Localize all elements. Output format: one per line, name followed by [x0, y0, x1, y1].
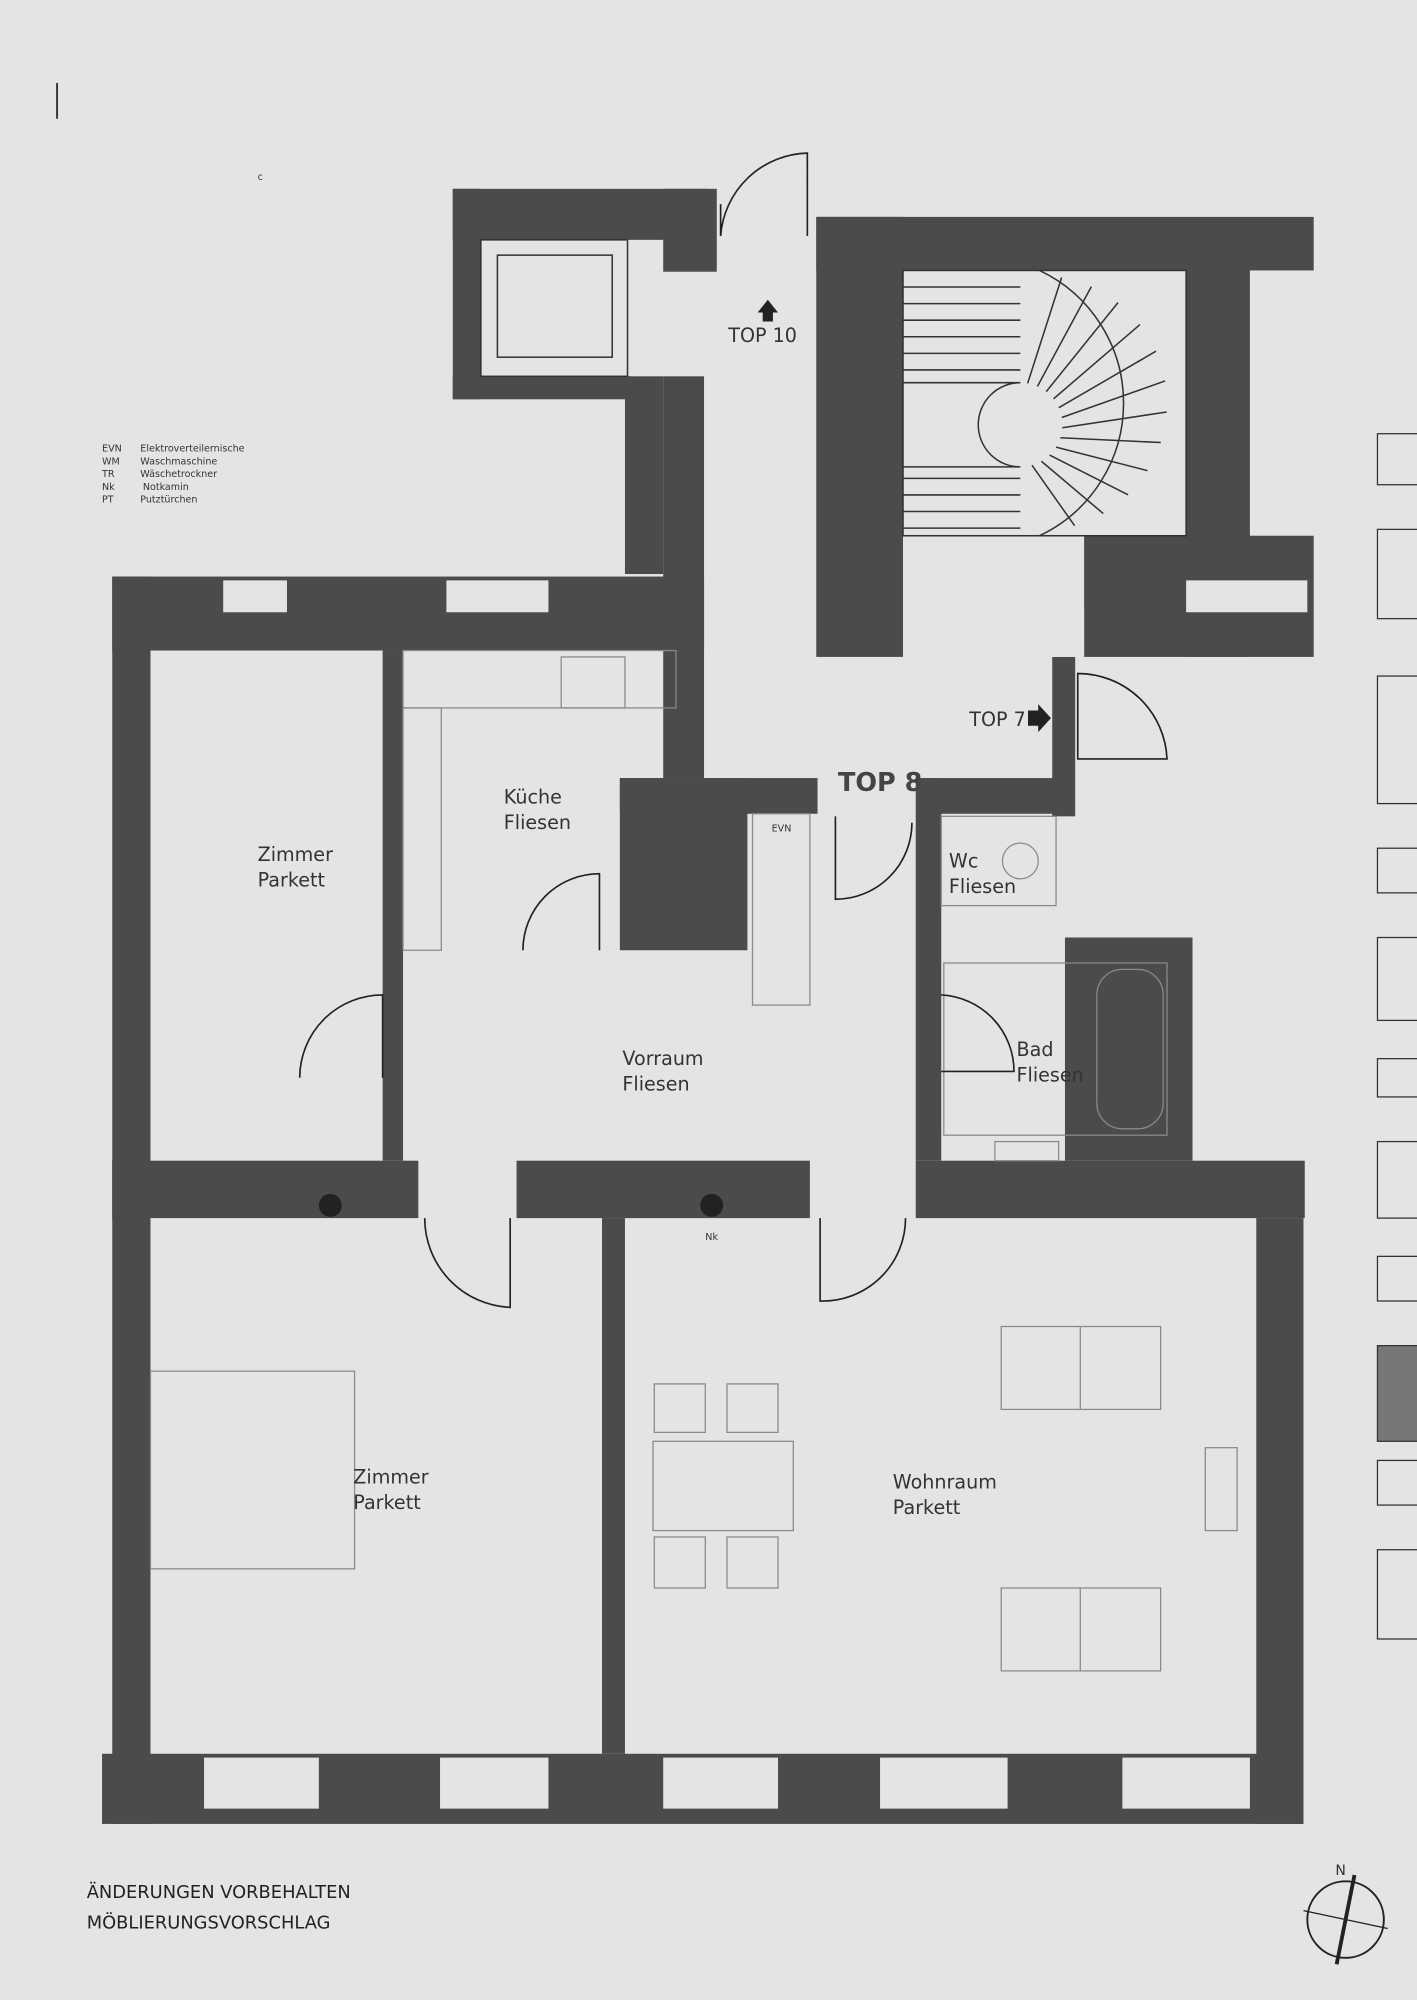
stair-step: [1053, 323, 1141, 400]
top7-label: TOP 7: [968, 708, 1026, 731]
legend-text: Notkamin: [143, 482, 189, 493]
room-kueche-floor: Fliesen: [504, 811, 571, 834]
stair-step: [1049, 454, 1129, 496]
walls: [102, 188, 1314, 1824]
stair-step: [1031, 464, 1076, 527]
footer-line1: ÄNDERUNGEN VORBEHALTEN: [87, 1882, 351, 1903]
room-kueche-name: Küche: [504, 786, 562, 809]
stair-step: [1058, 350, 1157, 409]
elevator-cabin: [496, 254, 613, 358]
room-wc-floor: Fliesen: [949, 875, 1016, 898]
window-openings: [204, 580, 1308, 1809]
arrow-right-icon: [1027, 704, 1051, 733]
room-wc-name: Wc: [949, 849, 978, 872]
legend-text: Wäschetrockner: [140, 469, 217, 480]
legend-abbr: EVN: [102, 444, 122, 455]
evn-label: EVN: [772, 824, 792, 835]
elevator: [480, 239, 629, 378]
legend: EVN Elektroverteilernische WM Waschmaschin…: [101, 444, 245, 506]
nk-label: Nk: [705, 1232, 718, 1243]
top8-label: TOP 8: [838, 768, 922, 798]
room-zimmer1-floor: Parkett: [258, 868, 326, 891]
adjacent-plan-thumbnails: [1376, 433, 1417, 1640]
top10-label: TOP 10: [727, 324, 797, 347]
legend-text: Putztürchen: [140, 495, 197, 506]
stair-step: [1026, 277, 1063, 384]
room-vorraum-floor: Fliesen: [622, 1073, 689, 1096]
compass-icon: N: [1303, 1863, 1388, 1965]
footer-line2: MÖBLIERUNGSVORSCHLAG: [87, 1912, 331, 1934]
stair-step: [1045, 302, 1119, 393]
room-wohnraum-floor: Parkett: [893, 1496, 961, 1519]
room-zimmer2-floor: Parkett: [353, 1491, 421, 1514]
room-wohnraum-name: Wohnraum: [893, 1470, 997, 1493]
room-zimmer1-name: Zimmer: [258, 843, 333, 866]
notkamin-icon: [318, 1193, 342, 1217]
crop-mark: [56, 82, 59, 119]
room-zimmer2-name: Zimmer: [353, 1465, 428, 1488]
compass-north-label: N: [1335, 1863, 1345, 1879]
notkamin-icon: [700, 1193, 724, 1217]
legend-abbr: Nk: [102, 482, 115, 493]
staircase: [902, 269, 1187, 537]
stair-steps: [903, 277, 1167, 529]
stair-step: [1055, 446, 1148, 472]
room-vorraum-name: Vorraum: [622, 1047, 703, 1070]
arrow-up-icon: [757, 299, 779, 322]
stair-step: [1061, 380, 1166, 419]
stair-step: [1036, 286, 1093, 387]
doors: [298, 152, 1168, 1309]
stair-step: [1062, 411, 1167, 429]
stair-step: [1040, 460, 1104, 515]
legend-abbr: WM: [102, 456, 120, 467]
room-labels: Küche Fliesen Zimmer Parkett Vorraum Fli…: [258, 786, 1084, 1519]
room-bad-name: Bad: [1017, 1038, 1054, 1061]
legend-abbr: PT: [102, 495, 114, 506]
legend-text: Waschmaschine: [140, 456, 217, 467]
fixtures: [149, 649, 1238, 1672]
legend-text: Elektroverteilernische: [140, 444, 244, 455]
legend-abbr: TR: [101, 469, 115, 480]
stair-step: [1060, 437, 1161, 444]
room-bad-floor: Fliesen: [1017, 1064, 1084, 1087]
corner-mark: c: [258, 172, 263, 183]
